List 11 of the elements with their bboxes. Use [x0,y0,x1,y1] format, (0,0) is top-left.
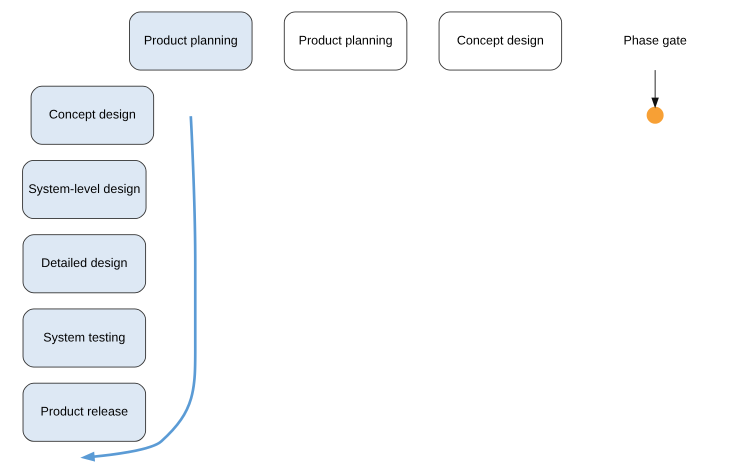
node-circle [646,106,664,124]
node-text: Phase gate [623,33,687,48]
node-box: Concept design [438,11,562,70]
node-box: Product release [22,382,146,442]
node-box: Detailed design [22,234,146,294]
node-box: Concept design [30,86,154,145]
node-box: System testing [22,308,146,368]
arrow [651,70,659,108]
node-box: Product planning [129,11,253,70]
node-box: Product planning [284,11,408,70]
node-box: System-level design [22,160,146,220]
